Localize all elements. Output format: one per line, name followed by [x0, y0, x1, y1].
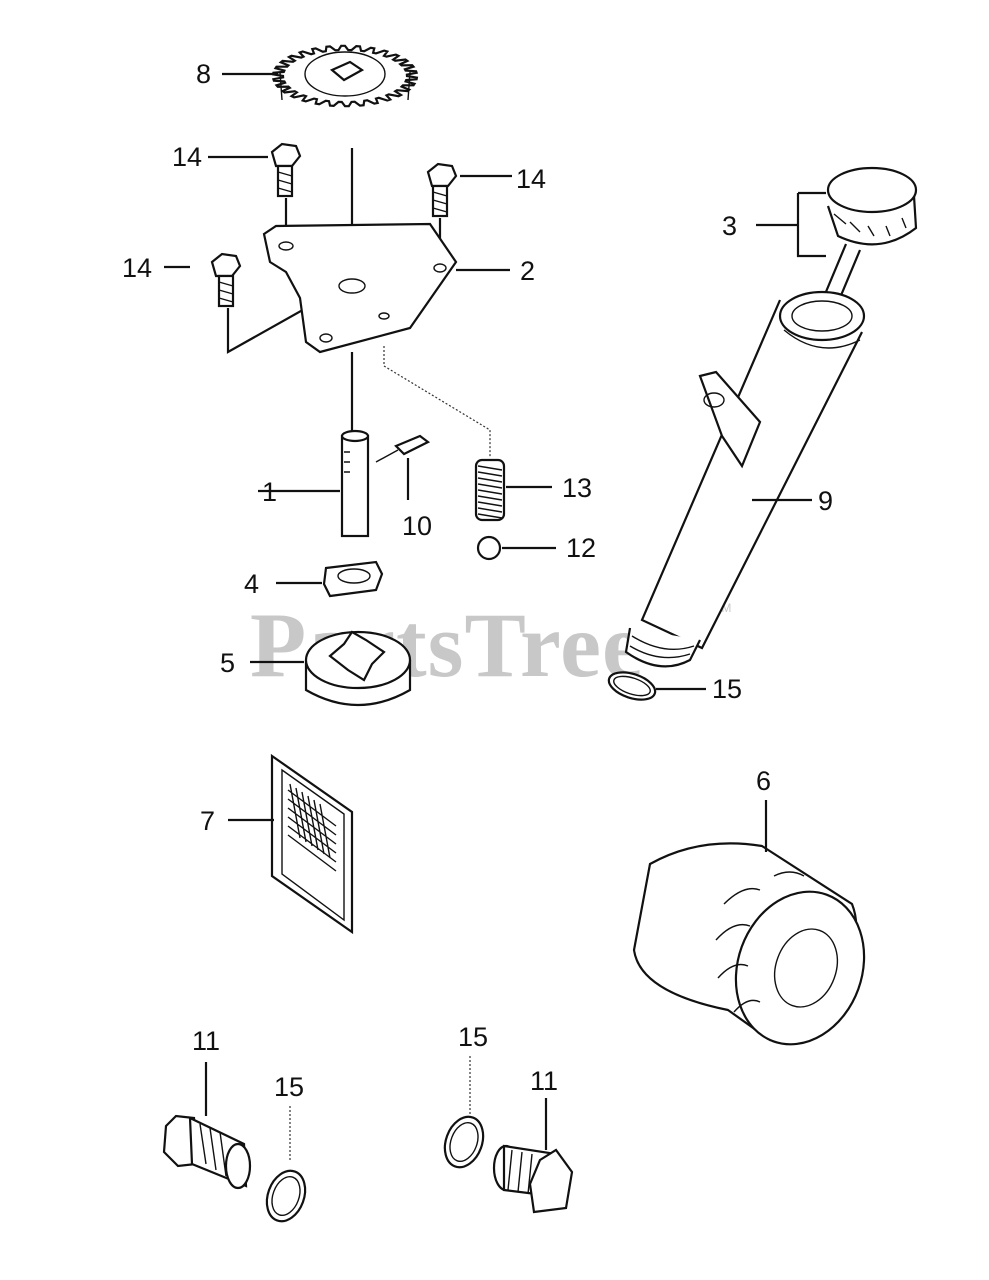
bolt-part [270, 142, 302, 198]
oil-screen-part [270, 753, 354, 935]
outer-rotor-part [304, 630, 412, 706]
drain-plug-part [492, 1144, 574, 1214]
callout-1: 1 [262, 477, 277, 507]
pin-part [394, 434, 431, 456]
oil-filler-tube-part [624, 290, 866, 668]
callout-11: 11 [530, 1066, 558, 1096]
callout-9: 9 [818, 486, 833, 516]
callout-15: 15 [712, 674, 742, 704]
bolt-part [210, 252, 242, 308]
pump-shaft-part [340, 429, 370, 538]
callout-12: 12 [566, 533, 596, 563]
gear-part [271, 44, 419, 108]
callout-labels: 8 14 14 14 3 2 9 1 10 13 12 4 5 15 7 6 1… [122, 59, 833, 1102]
o-ring-part [443, 1115, 485, 1169]
callout-3: 3 [722, 211, 737, 241]
callout-11: 11 [192, 1026, 220, 1056]
callout-4: 4 [244, 569, 259, 599]
drain-plug-part [162, 1114, 252, 1190]
callout-2: 2 [520, 256, 535, 286]
callout-14: 14 [172, 142, 202, 172]
callout-5: 5 [220, 648, 235, 678]
inner-rotor-part [322, 560, 384, 598]
pump-cover-plate-part [262, 222, 458, 354]
oil-filter-part [632, 842, 866, 1046]
callout-13: 13 [562, 473, 592, 503]
o-ring-part [265, 1169, 307, 1223]
spring-part [474, 458, 506, 522]
callout-8: 8 [196, 59, 211, 89]
callout-6: 6 [756, 766, 771, 796]
bolt-part [426, 162, 458, 218]
callout-14: 14 [516, 164, 546, 194]
callout-7: 7 [200, 806, 215, 836]
o-ring-part [607, 671, 657, 701]
callout-15: 15 [458, 1022, 488, 1052]
callout-10: 10 [402, 511, 432, 541]
callout-15: 15 [274, 1072, 304, 1102]
callout-14: 14 [122, 253, 152, 283]
ball-part [476, 535, 502, 561]
